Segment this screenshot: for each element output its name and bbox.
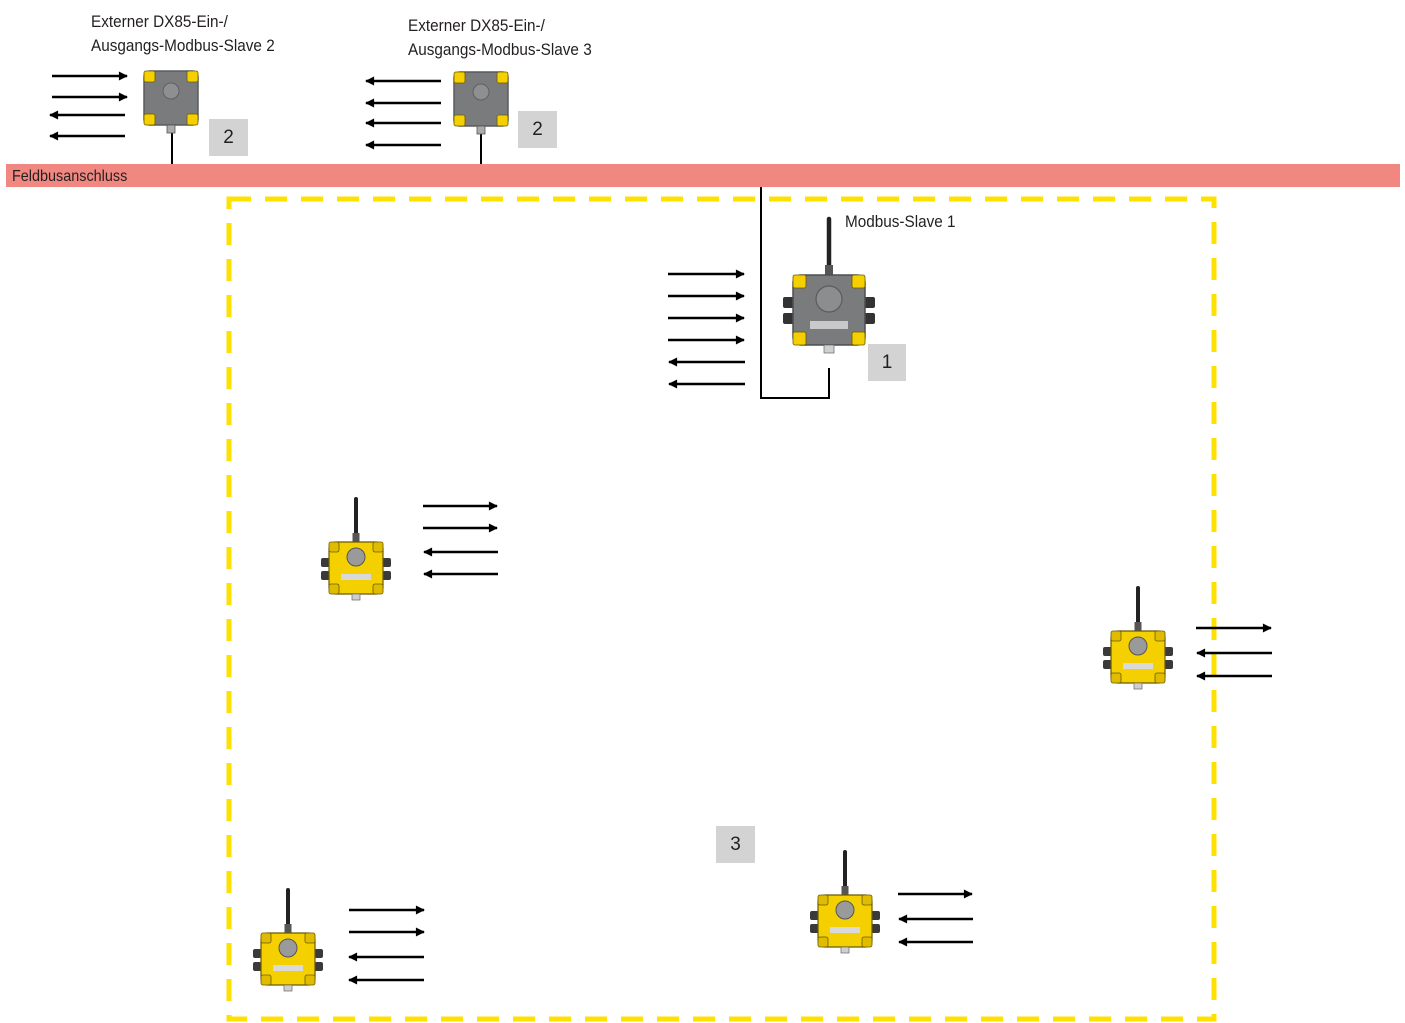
wireless-gateway-icon bbox=[783, 219, 875, 353]
fieldbus-label: Feldbusanschluss bbox=[12, 168, 128, 185]
dx85-gray-module-icon bbox=[453, 71, 509, 135]
node-c-io-arrows bbox=[348, 905, 425, 985]
slave3-title-line1: Externer DX85-Ein-/ bbox=[408, 16, 545, 35]
wireless-zone-boundary bbox=[226, 196, 1217, 1022]
slave1-bus-line bbox=[760, 187, 830, 399]
slave2-title-line2: Ausgangs-Modbus-Slave 2 bbox=[91, 36, 275, 55]
slave2-title-line1: Externer DX85-Ein-/ bbox=[91, 12, 228, 31]
slave3-io-arrows bbox=[365, 76, 441, 150]
slave3-title-line2: Ausgangs-Modbus-Slave 3 bbox=[408, 40, 592, 59]
wireless-node-icon bbox=[808, 850, 882, 955]
wireless-node-icon bbox=[251, 888, 325, 993]
wireless-group-badge: 3 bbox=[716, 826, 755, 863]
slave1-badge: 1 bbox=[868, 344, 906, 381]
wireless-node-icon bbox=[319, 497, 393, 602]
node-b-io-arrows bbox=[1196, 623, 1272, 681]
slave2-badge: 2 bbox=[209, 119, 248, 156]
fieldbus-bar bbox=[6, 164, 1400, 187]
node-a-io-arrows bbox=[423, 501, 498, 579]
slave3-badge: 2 bbox=[518, 111, 557, 148]
gateway-io-arrows bbox=[668, 269, 745, 389]
slave2-io-arrows bbox=[49, 71, 128, 141]
dx85-gray-module-icon bbox=[143, 70, 199, 134]
wireless-node-icon bbox=[1101, 586, 1175, 691]
slave1-title: Modbus-Slave 1 bbox=[845, 212, 956, 231]
node-d-io-arrows bbox=[898, 889, 973, 947]
